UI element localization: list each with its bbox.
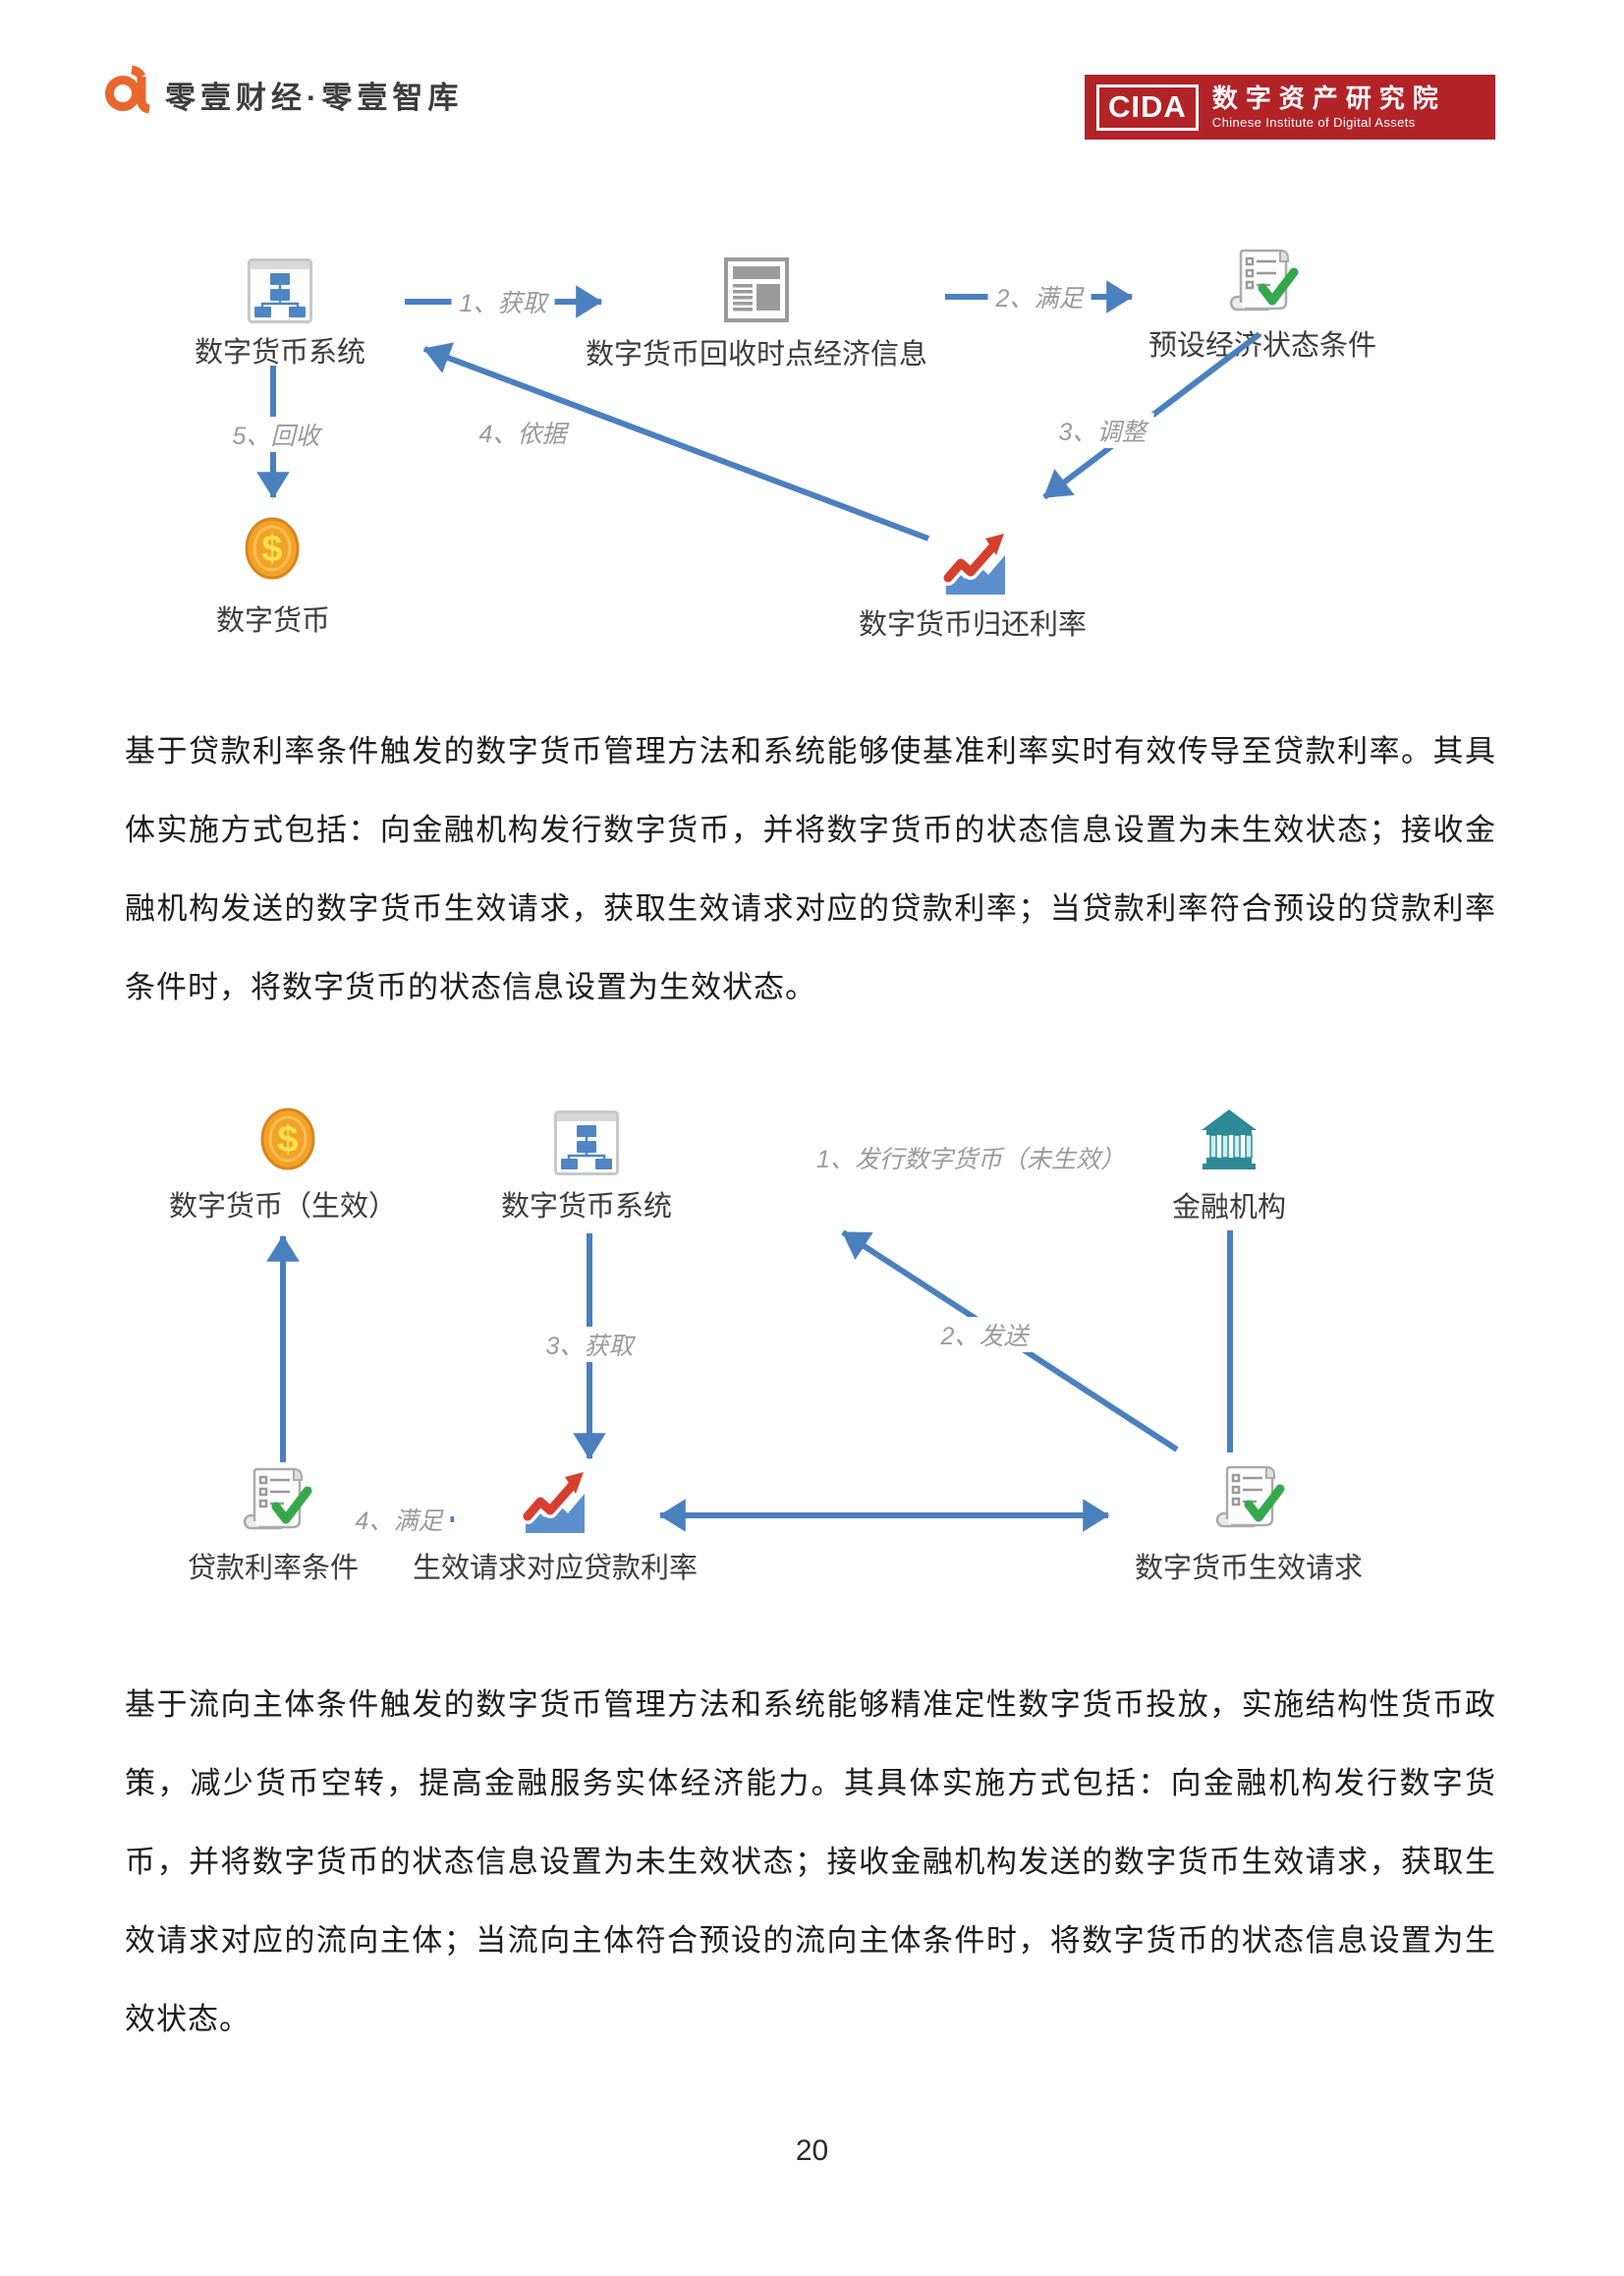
d2-node-loan-rate-cond-label: 贷款利率条件: [187, 1553, 360, 1584]
d1-edge-5-label: 5、回收: [224, 417, 328, 452]
scroll-check-icon: [243, 1467, 312, 1530]
paragraph-flow-subject: 基于流向主体条件触发的数字货币管理方法和系统能够精准定性数字货币投放，实施结构性…: [125, 1687, 1496, 2036]
d2-node-activation-request-label: 数字货币生效请求: [1134, 1553, 1364, 1584]
bank-icon: [1202, 1110, 1257, 1169]
d1-edge-4-label: 4、依据: [471, 415, 575, 450]
cida-title-cn: 数字资产研究院: [1211, 83, 1446, 113]
coin-icon: $: [260, 1108, 315, 1170]
paragraph-loan-rate: 基于贷款利率条件触发的数字货币管理方法和系统能够使基准利率实时有效传导至贷款利率…: [125, 734, 1496, 1004]
d2-node-currency-active-label: 数字货币（生效）: [168, 1191, 398, 1223]
d1-node-econ-info-label: 数字货币回收时点经济信息: [585, 339, 928, 370]
cida-title-en: Chinese Institute of Digital Assets: [1211, 115, 1416, 131]
org-chart-icon: [554, 1110, 619, 1175]
d2-edge-1-label: 1、发行数字货币（未生效）: [809, 1140, 1133, 1175]
svg-text:$: $: [261, 529, 282, 570]
d1-node-return-rate-label: 数字货币归还利率: [858, 609, 1088, 641]
scroll-check-icon: [1215, 1465, 1285, 1528]
lingyi-alpha-logo-icon: [105, 65, 150, 114]
brand-title: 零壹财经·零壹智库: [165, 81, 464, 115]
svg-text:$: $: [277, 1119, 298, 1161]
d1-node-system-label: 数字货币系统: [194, 337, 366, 369]
d2-edge-3-label: 3、获取: [537, 1327, 642, 1362]
cida-acronym: CIDA: [1096, 84, 1199, 131]
org-chart-icon: [248, 258, 312, 323]
cida-logo: CIDA 数字资产研究院 Chinese Institute of Digita…: [1085, 75, 1495, 140]
d1-edge-2-label: 2、满足: [987, 279, 1092, 314]
d2-node-system-label: 数字货币系统: [500, 1191, 673, 1223]
d2-node-financial-inst-label: 金融机构: [1171, 1192, 1287, 1223]
d2-node-request-rate-label: 生效请求对应贷款利率: [412, 1553, 699, 1584]
page-number: 20: [795, 2134, 829, 2167]
scroll-check-icon: [1229, 249, 1299, 312]
d1-edge-1-label: 1、获取: [451, 284, 555, 319]
coin-icon: $: [245, 517, 300, 580]
d2-edge-4-label: 4、满足: [347, 1502, 451, 1537]
d1-node-currency-label: 数字货币: [215, 605, 331, 637]
d1-node-preset-cond-label: 预设经济状态条件: [1148, 330, 1377, 362]
newspaper-icon: [724, 257, 789, 322]
trend-chart-icon: [941, 534, 1005, 595]
d2-edge-2-label: 2、发送: [932, 1317, 1036, 1352]
d1-edge-3-label: 3、调整: [1050, 413, 1154, 448]
trend-chart-icon: [521, 1472, 585, 1533]
